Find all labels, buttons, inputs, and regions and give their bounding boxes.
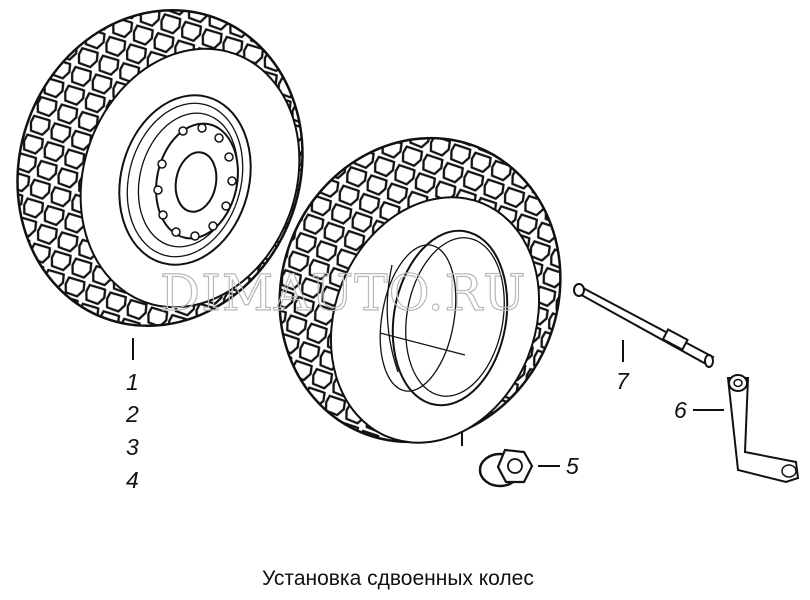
outer-wheel-hub-bore	[174, 151, 218, 213]
diagram-caption: Установка сдвоенных колес	[262, 567, 534, 590]
callout-5: 5	[566, 453, 579, 479]
watermark: DIMAUTO.RU	[160, 264, 526, 322]
inner-rim	[391, 229, 509, 407]
wheel-nut	[478, 448, 534, 488]
wheel-stud	[573, 283, 715, 368]
outer-wheel	[16, 8, 304, 328]
callout-7: 7	[616, 368, 630, 394]
callout-4: 4	[126, 467, 139, 493]
callout-2: 2	[125, 401, 139, 427]
callout-6: 6	[674, 397, 687, 423]
callout-1: 1	[126, 369, 139, 395]
callout-3: 3	[126, 434, 139, 460]
inner-wheel	[278, 136, 562, 444]
leader-line-5-a	[379, 332, 466, 356]
bracket	[726, 374, 800, 484]
outer-wheel-stud-holes	[153, 123, 237, 241]
